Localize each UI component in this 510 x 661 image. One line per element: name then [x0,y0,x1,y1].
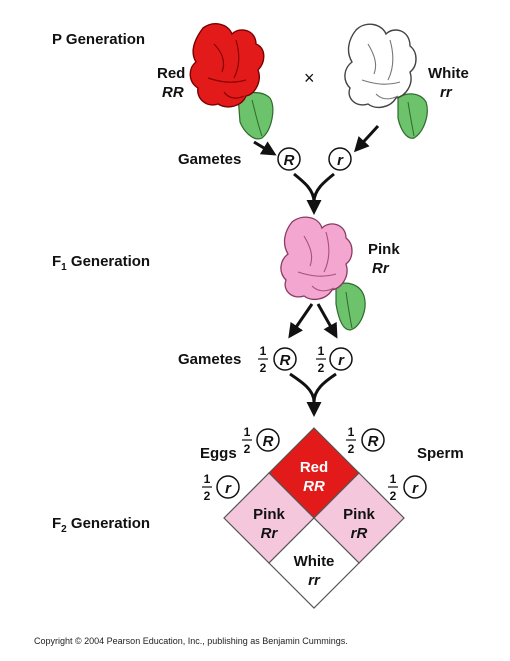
fraction-denominator: 2 [204,489,211,503]
fraction-numerator: 1 [390,472,397,486]
fraction-denominator: 2 [390,489,397,503]
egg-allele-R: 1 2 R [242,425,280,456]
white-parent-label: White [428,65,469,82]
f2-generation-title: F2 Generation [52,515,150,535]
f1-gamete-fraction-right: 1 2 [316,344,326,375]
allele-circle [403,475,427,499]
gamete-white-allele: r [337,152,344,169]
fraction-numerator: 1 [204,472,211,486]
f1-gamete-arrow-right [316,303,338,339]
fraction-numerator: 1 [260,344,267,358]
sperm-allele-R: 1 2 R [346,425,385,456]
allele-letter: r [412,480,419,497]
cell-top-name: Red [300,459,328,476]
fertilization-arrow [293,172,335,212]
cross-symbol: × [304,68,315,88]
fraction-denominator: 2 [348,442,355,456]
red-snapdragon-flower [189,23,274,140]
f1-gamete-fraction-left: 1 2 [258,344,268,375]
red-parent-label: Red [157,65,185,82]
fraction-numerator: 1 [348,425,355,439]
punnett-cell-bottom [268,517,360,609]
cell-bottom-genotype: rr [308,572,321,589]
f1-gamete-allele-2: r [338,352,345,369]
p-gametes-label: Gametes [178,151,241,168]
red-parent-genotype: RR [162,84,184,101]
white-parent-genotype: rr [440,84,453,101]
p-generation-title: P Generation [52,31,145,48]
cell-right-name: Pink [343,506,375,523]
eggs-label: Eggs [200,445,237,462]
sperm-label: Sperm [417,445,464,462]
white-snapdragon-flower [344,23,428,139]
fraction-denominator: 2 [244,442,251,456]
allele-circle [216,475,240,499]
f1-gametes-label: Gametes [178,351,241,368]
red-gamete-arrow [253,140,277,156]
gamete-r-lower-circle [328,147,352,171]
cell-left-name: Pink [253,506,285,523]
cell-top-genotype: RR [303,478,325,495]
fraction-denominator: 2 [318,361,325,375]
allele-circle [256,428,280,452]
f1-gamete-circle-right [329,347,353,371]
allele-letter: R [368,433,379,450]
allele-circle [361,428,385,452]
f1-gamete-arrow-left [288,303,314,339]
allele-letter: r [225,480,232,497]
pink-snapdragon-flower [280,216,366,331]
fraction-numerator: 1 [244,425,251,439]
f1-pink-genotype: Rr [372,260,390,277]
fraction-numerator: 1 [318,344,325,358]
f1-gamete-circle-left [273,347,297,371]
cell-left-genotype: Rr [261,525,279,542]
cell-bottom-name: White [294,553,335,570]
f1-gamete-allele-1: R [280,352,291,369]
cell-right-genotype: rR [351,525,368,542]
white-gamete-arrow [353,124,380,153]
f1-pink-label: Pink [368,241,400,258]
f1-generation-title: F1 Generation [52,253,150,273]
allele-letter: R [263,433,274,450]
copyright-notice: Copyright © 2004 Pearson Education, Inc.… [34,636,348,646]
egg-allele-r: 1 2 r [202,472,240,503]
fraction-denominator: 2 [260,361,267,375]
gamete-r-upper-circle [277,147,301,171]
f2-merge-arrow [289,372,337,414]
gamete-red-allele: R [284,152,295,169]
sperm-allele-r: 1 2 r [388,472,427,503]
